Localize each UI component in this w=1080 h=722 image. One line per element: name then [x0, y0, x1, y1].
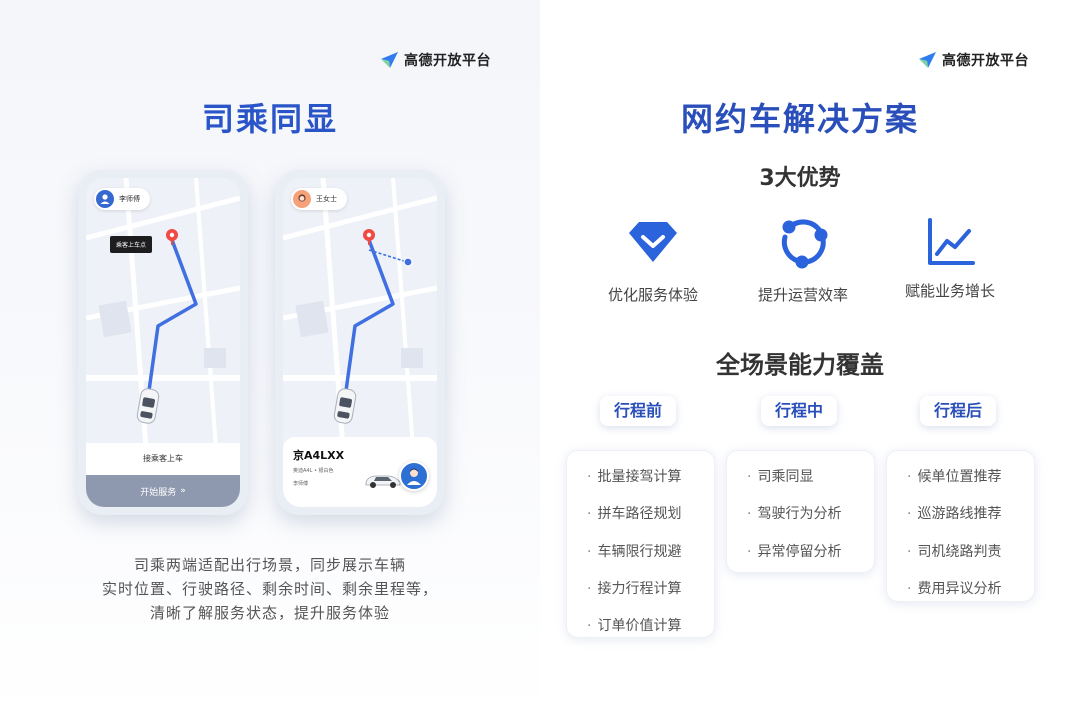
left-panel: 高德开放平台 司乘同显	[0, 0, 540, 722]
diamond-check-icon	[629, 222, 677, 262]
advantage-item: 提升运营效率	[743, 212, 863, 305]
list-item: 批量接驾计算	[567, 459, 714, 496]
stage-tab-pre-trip[interactable]: 行程前	[600, 396, 677, 426]
trip-info-card: 京A4LXX 奥迪A4L • 银白色 李师傅	[283, 437, 437, 507]
advantage-label: 提升运营效率	[757, 286, 848, 304]
brand-name: 高德开放平台	[404, 53, 491, 69]
double-chevron-icon: »	[180, 486, 186, 496]
list-item: 候单位置推荐	[887, 459, 1034, 496]
bottom-sheet: 接乘客上车 开始服务 »	[86, 443, 240, 507]
coverage-heading: 全场景能力覆盖	[716, 351, 884, 379]
user-chip[interactable]: 王女士	[291, 188, 347, 210]
advantage-item: 优化服务体验	[593, 212, 713, 305]
list-item: 异常停留分析	[727, 534, 874, 571]
cycle-nodes-icon	[781, 219, 828, 269]
status-text: 接乘客上车	[143, 454, 183, 463]
page-title: 司乘同显	[201, 100, 338, 138]
license-plate: 京A4LXX	[293, 449, 345, 462]
list-item: 拼车路径规划	[567, 496, 714, 533]
driver-name: 李师傅	[293, 481, 309, 487]
passenger-phone-screen: 王女士 京A4LXX 奥迪A4L • 银白色 李师傅	[283, 178, 437, 507]
list-item: 车辆限行规避	[567, 534, 714, 571]
list-item: 费用异议分析	[887, 571, 1034, 608]
user-chip[interactable]: 李师傅	[94, 188, 150, 210]
description-line: 实时位置、行驶路径、剩余时间、剩余里程等，	[101, 580, 438, 598]
driver-phone-mockup: 李师傅 乘客上车点 接乘客上车 开始服务 »	[78, 170, 248, 515]
map-view	[283, 178, 437, 448]
list-item: 司机绕路判责	[887, 534, 1034, 571]
description: 司乘两端适配出行场景，同步展示车辆 实时位置、行驶路径、剩余时间、剩余里程等， …	[0, 553, 540, 625]
stage-card-pre-trip: 批量接驾计算 拼车路径规划 车辆限行规避 接力行程计算 订单价值计算	[566, 450, 715, 638]
description-line: 司乘两端适配出行场景，同步展示车辆	[133, 556, 406, 574]
list-item: 订单价值计算	[567, 608, 714, 645]
list-item: 司乘同显	[727, 459, 874, 496]
brand-name: 高德开放平台	[942, 53, 1029, 69]
car-description: 奥迪A4L • 银白色	[293, 468, 334, 474]
passenger-phone-mockup: 王女士 京A4LXX 奥迪A4L • 银白色 李师傅	[275, 170, 445, 515]
list-item: 驾驶行为分析	[727, 496, 874, 533]
pickup-tag: 乘客上车点	[110, 236, 153, 253]
growth-chart-icon	[928, 218, 975, 265]
advantage-item: 赋能业务增长	[890, 212, 1010, 301]
driver-phone-screen: 李师傅 乘客上车点 接乘客上车 开始服务 »	[86, 178, 240, 507]
list-item: 接力行程计算	[567, 571, 714, 608]
page-title: 网约车解决方案	[680, 100, 919, 138]
brand-logo: 高德开放平台	[918, 50, 1029, 70]
passenger-avatar-icon	[293, 190, 311, 208]
right-panel: 高德开放平台 网约车解决方案 3大优势 优化服务体验 提升运营效率	[540, 0, 1080, 722]
stage-tab-post-trip[interactable]: 行程后	[920, 396, 997, 426]
amap-logo-icon	[381, 52, 398, 68]
advantages-heading: 3大优势	[759, 166, 841, 191]
start-service-button[interactable]: 开始服务 »	[86, 475, 240, 507]
user-name: 王女士	[316, 195, 337, 203]
driver-avatar-icon	[96, 190, 114, 208]
list-item: 巡游路线推荐	[887, 496, 1034, 533]
advantage-label: 赋能业务增长	[904, 282, 995, 300]
brand-logo: 高德开放平台	[380, 50, 491, 70]
stage-card-post-trip: 候单位置推荐 巡游路线推荐 司机绕路判责 费用异议分析	[886, 450, 1035, 602]
advantage-label: 优化服务体验	[607, 286, 698, 304]
stage-tab-in-trip[interactable]: 行程中	[761, 396, 838, 426]
start-service-label: 开始服务	[140, 487, 177, 498]
description-line: 清晰了解服务状态，提升服务体验	[149, 604, 390, 622]
user-name: 李师傅	[119, 195, 140, 203]
map-view	[86, 178, 240, 448]
amap-logo-icon	[919, 52, 936, 68]
car-icon	[365, 475, 401, 488]
stage-card-in-trip: 司乘同显 驾驶行为分析 异常停留分析	[726, 450, 875, 573]
driver-avatar-icon[interactable]	[399, 461, 429, 491]
